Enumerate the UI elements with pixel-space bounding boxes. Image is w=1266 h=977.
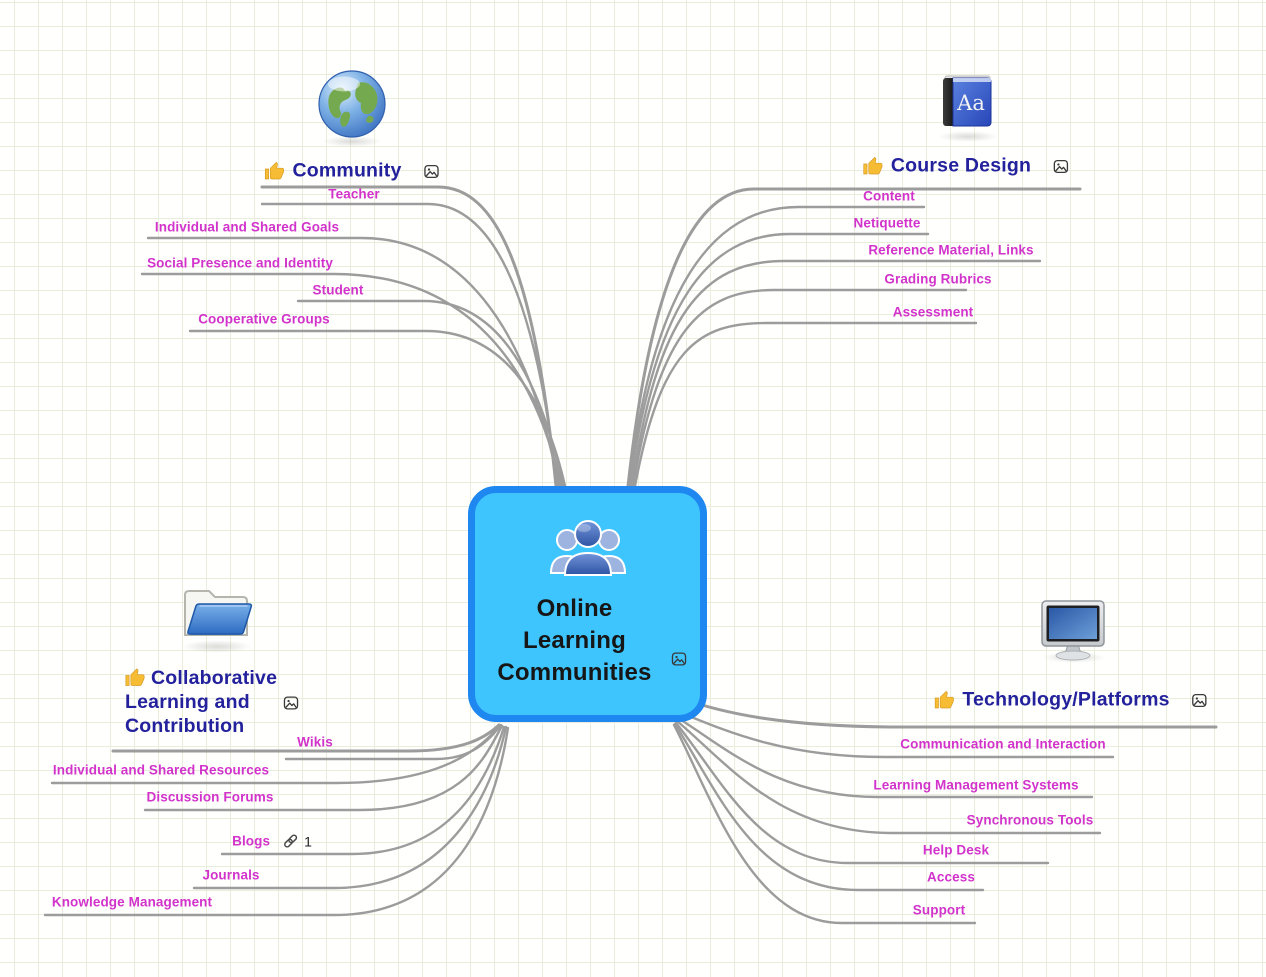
connector-line	[192, 725, 508, 890]
topic-journals[interactable]: Journals	[202, 867, 260, 883]
topic-individual-shared-goals[interactable]: Individual and Shared Goals	[154, 219, 340, 235]
topic-teacher[interactable]: Teacher	[328, 186, 380, 202]
globe-icon[interactable]	[316, 68, 388, 140]
open-folder-icon[interactable]	[175, 577, 259, 645]
connector-line	[140, 272, 563, 488]
connector-line	[626, 187, 1082, 488]
icon-shadow	[182, 640, 252, 653]
topic-discussion-forums[interactable]: Discussion Forums	[146, 789, 274, 805]
image-attachment-icon[interactable]	[283, 695, 299, 711]
image-attachment-icon[interactable]	[1192, 692, 1208, 708]
topic-help-desk[interactable]: Help Desk	[922, 842, 990, 858]
topic-support[interactable]: Support	[912, 902, 966, 918]
central-title-line: Communities	[497, 659, 652, 686]
connector-line	[631, 288, 968, 488]
connector-line	[630, 259, 1042, 488]
connector-line	[50, 724, 502, 785]
computer-monitor-icon[interactable]	[1037, 596, 1109, 662]
link-count: 1	[304, 833, 312, 849]
thumbs-up-icon	[863, 156, 883, 174]
link-icon	[283, 833, 299, 849]
connector-line	[220, 725, 506, 856]
connector-line	[673, 722, 985, 892]
central-title-line: Learning	[523, 627, 626, 654]
connector-line	[633, 321, 978, 488]
topic-knowledge-management[interactable]: Knowledge Management	[51, 894, 213, 910]
topic-grading-rubrics[interactable]: Grading Rubrics	[884, 271, 992, 287]
thumbs-up-icon	[125, 668, 145, 686]
connector-line	[674, 721, 1050, 865]
connector-line	[43, 726, 510, 917]
topic-reference-material-links[interactable]: Reference Material, Links	[868, 242, 1034, 258]
connector-line	[628, 232, 930, 488]
link-badge[interactable]: 1	[282, 833, 312, 850]
topic-blogs[interactable]: Blogs 1	[232, 833, 312, 850]
branch-title-line: Collaborative	[151, 667, 278, 689]
branch-title-label: Community	[292, 159, 402, 182]
connector-line	[677, 710, 1115, 759]
topic-communication-interaction[interactable]: Communication and Interaction	[900, 736, 1106, 752]
branch-community[interactable]: Community	[264, 160, 439, 183]
connector-line	[676, 716, 1094, 799]
icon-shadow	[322, 136, 382, 147]
image-attachment-icon[interactable]	[671, 651, 687, 667]
central-topic-title: Online Learning Communities	[497, 593, 651, 689]
connector-line	[260, 202, 559, 488]
connector-line	[675, 719, 1102, 835]
topic-access[interactable]: Access	[927, 869, 975, 885]
topic-netiquette[interactable]: Netiquette	[853, 215, 921, 231]
connector-line	[627, 205, 926, 488]
connector-line	[111, 723, 501, 753]
topic-student[interactable]: Student	[312, 282, 364, 298]
central-title-line: Online	[536, 595, 613, 622]
connector-line	[296, 299, 565, 488]
branch-title-label: Technology/Platforms	[962, 688, 1170, 711]
branch-title-line: Learning and	[125, 691, 250, 713]
topic-wikis[interactable]: Wikis	[297, 734, 333, 750]
connector-line	[188, 329, 567, 488]
branch-technology-platforms[interactable]: Technology/Platforms	[934, 689, 1207, 712]
icon-shadow	[938, 131, 998, 142]
dictionary-book-icon[interactable]	[935, 66, 999, 136]
topic-social-presence-identity[interactable]: Social Presence and Identity	[147, 255, 333, 271]
branch-course-design[interactable]: Course Design	[863, 155, 1069, 178]
topic-cooperative-groups[interactable]: Cooperative Groups	[198, 311, 330, 327]
topic-label: Blogs	[232, 833, 271, 849]
topic-learning-management-systems[interactable]: Learning Management Systems	[873, 777, 1079, 793]
thumbs-up-icon	[264, 161, 284, 179]
thumbs-up-icon	[934, 690, 954, 708]
topic-individual-shared-resources[interactable]: Individual and Shared Resources	[52, 762, 270, 778]
topic-assessment[interactable]: Assessment	[892, 304, 974, 320]
topic-content[interactable]: Content	[863, 188, 915, 204]
connector-line	[672, 723, 977, 925]
branch-title-label: Course Design	[890, 154, 1032, 177]
branch-collaborative-learning[interactable]: Collaborative Learning and Contribution	[125, 666, 277, 738]
connector-line	[143, 724, 504, 812]
image-attachment-icon[interactable]	[1053, 158, 1069, 174]
topic-synchronous-tools[interactable]: Synchronous Tools	[966, 812, 1094, 828]
image-attachment-icon[interactable]	[424, 163, 440, 179]
branch-title-line: Contribution	[125, 715, 245, 737]
central-topic[interactable]: Online Learning Communities	[468, 486, 707, 722]
people-group-icon	[546, 515, 630, 583]
